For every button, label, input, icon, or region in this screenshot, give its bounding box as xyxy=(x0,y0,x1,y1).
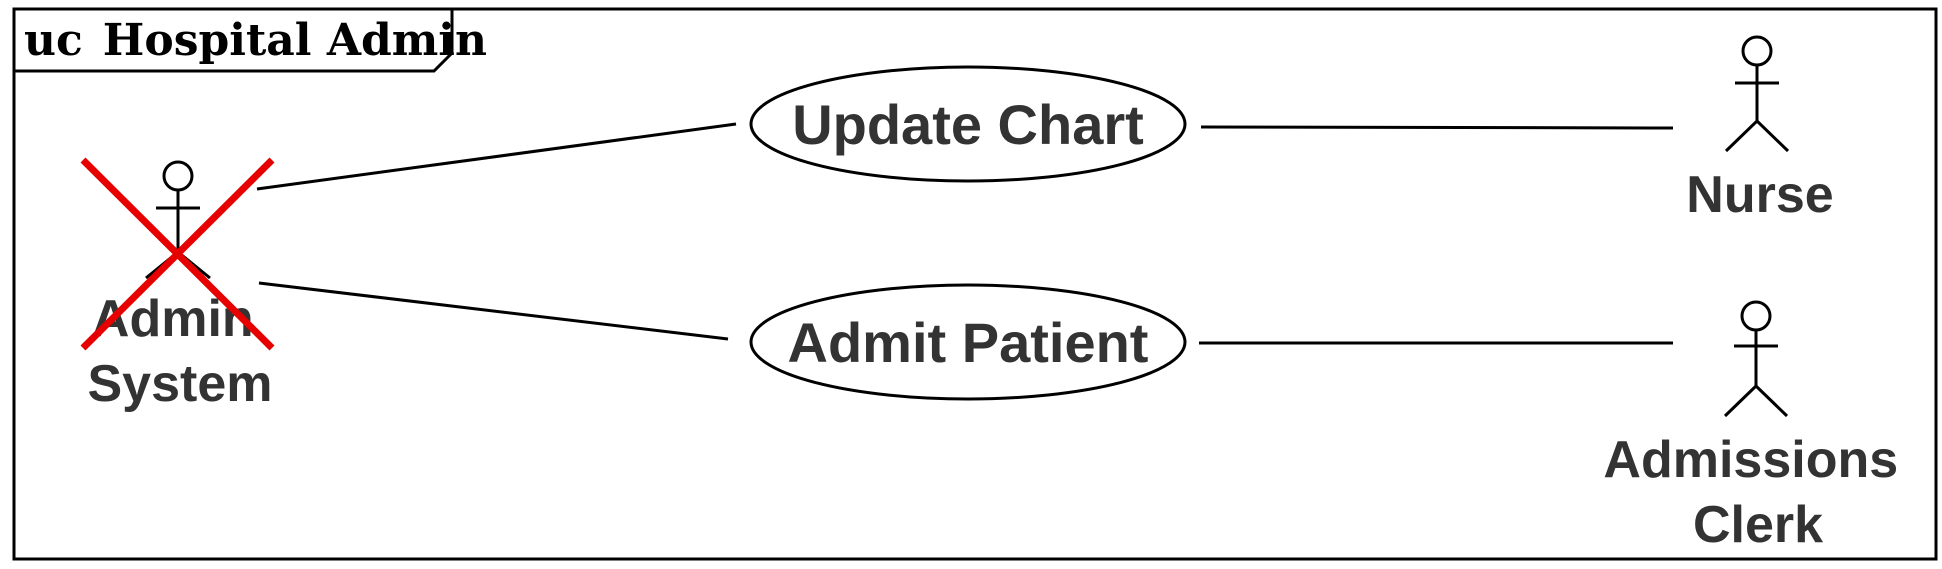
frame-name: Hospital Admin xyxy=(103,15,487,66)
actor-admin-system-label-line2: System xyxy=(88,355,273,413)
actor-admin-system-figure xyxy=(145,160,211,280)
diagram-frame xyxy=(12,7,1938,561)
use-case-update-chart[interactable]: Update Chart xyxy=(749,65,1187,183)
actor-nurse-figure xyxy=(1724,35,1790,153)
frame-keyword: uc xyxy=(24,15,83,66)
actor-admissions-clerk-label-line2: Clerk xyxy=(1693,496,1823,554)
removed-cross-mark xyxy=(80,157,275,351)
actor-nurse[interactable]: Nurse xyxy=(1686,35,1834,224)
actor-admin-system-label: Admin System xyxy=(88,290,273,413)
frame-title-tab xyxy=(14,9,454,73)
use-case-admit-patient-shape xyxy=(749,283,1187,401)
actor-admissions-clerk[interactable]: Admissions Clerk xyxy=(1603,300,1912,554)
use-case-admit-patient[interactable]: Admit Patient xyxy=(749,283,1187,401)
association-admin-update-chart[interactable] xyxy=(256,122,737,191)
use-case-admit-patient-label: Admit Patient xyxy=(788,311,1149,374)
actor-admissions-clerk-figure xyxy=(1723,300,1789,418)
frame-title: uc Hospital Admin xyxy=(24,15,487,66)
actor-admissions-clerk-label-line1: Admissions xyxy=(1603,431,1898,489)
association-admin-admit-patient[interactable] xyxy=(258,281,729,341)
actor-admin-system[interactable]: Admin System xyxy=(80,157,275,413)
actor-nurse-label-line1: Nurse xyxy=(1686,166,1833,224)
association-update-chart-nurse[interactable] xyxy=(1200,125,1674,130)
actor-admissions-clerk-label: Admissions Clerk xyxy=(1603,431,1912,554)
use-case-update-chart-shape xyxy=(749,65,1187,183)
use-case-update-chart-label: Update Chart xyxy=(792,93,1144,156)
actor-nurse-label: Nurse xyxy=(1686,166,1833,224)
